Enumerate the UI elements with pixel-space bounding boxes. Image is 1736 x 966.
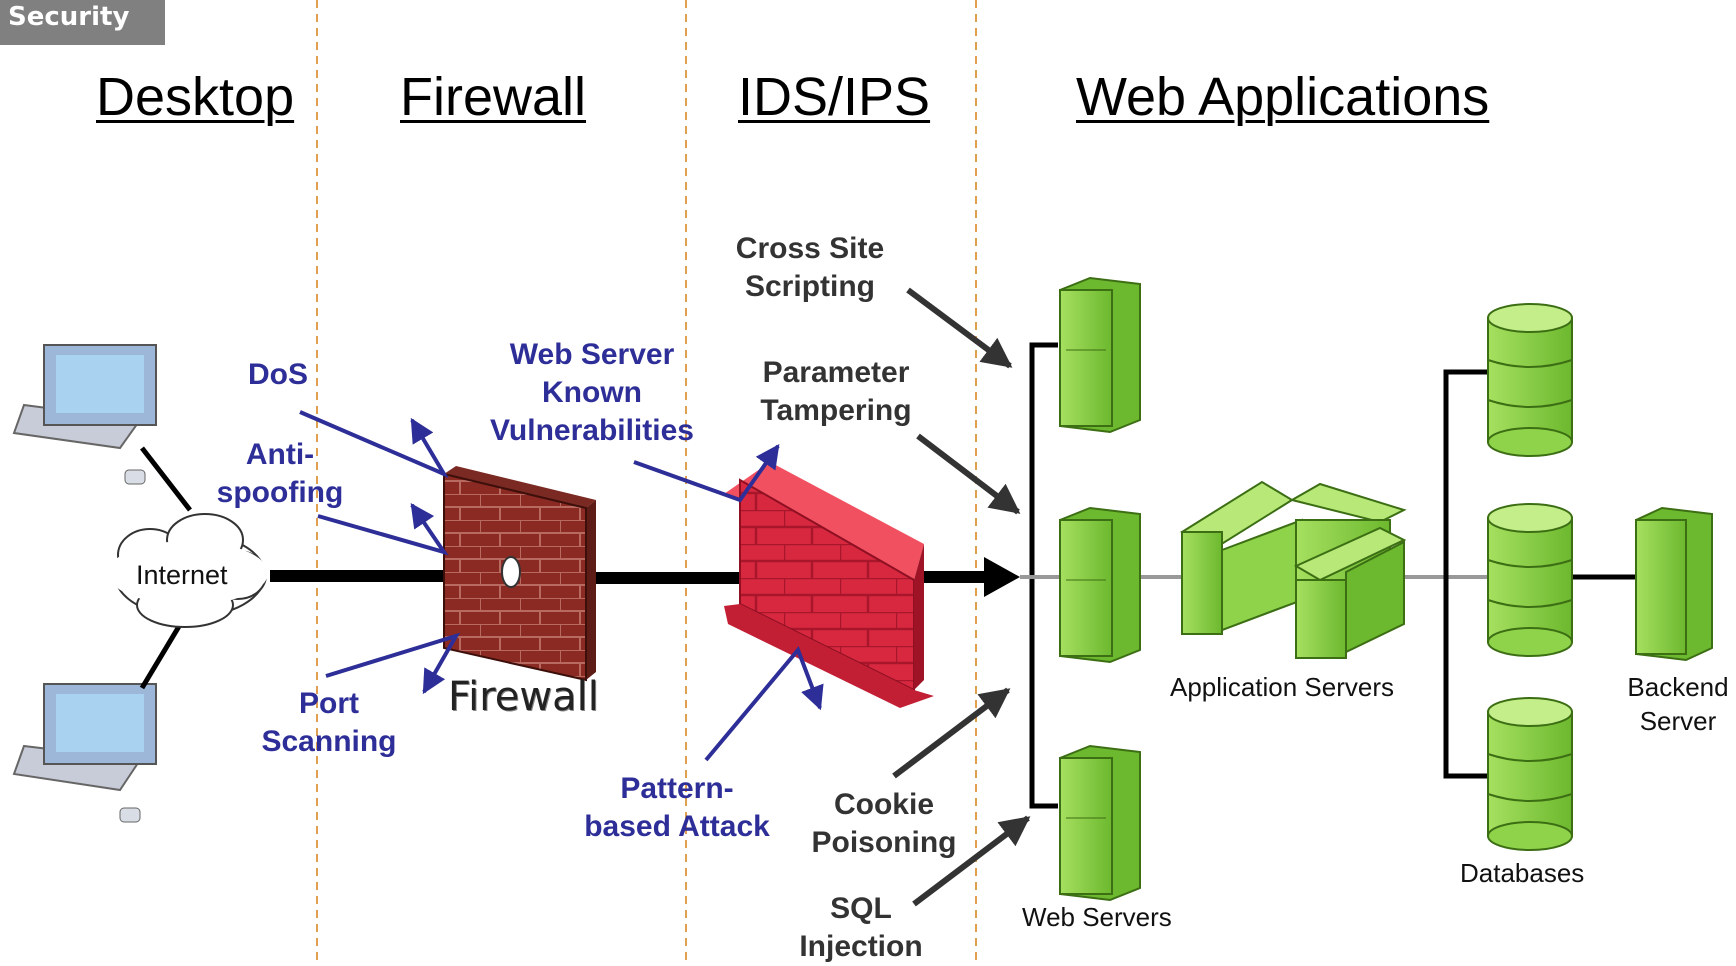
desktop-computer-top [12, 344, 157, 485]
internet-cloud [108, 513, 268, 628]
pattern-line-2: based Attack [584, 810, 770, 843]
attack-cross-site-scripting: Cross Site Scripting [720, 230, 900, 306]
dos-arrow [299, 410, 449, 479]
databases-label: Databases [1460, 858, 1585, 888]
internet-label: Internet [136, 560, 228, 590]
database-1 [1487, 303, 1573, 457]
heading-ids-ips: IDS/IPS [738, 67, 931, 127]
backend-server-label: Backend Server [1620, 670, 1736, 738]
anti-line-1: Anti- [245, 438, 315, 471]
anti-line-2: spoofing [216, 476, 344, 509]
web-server-2 [1059, 506, 1141, 664]
pattern-attack-arrow [704, 646, 824, 762]
wsv-line-2: Known [542, 376, 642, 409]
cookie-line-2: Poisoning [811, 826, 957, 859]
heading-desktop: Desktop [96, 67, 295, 127]
sql-injection-arrow [912, 815, 1031, 907]
port-scanning-arrow [325, 632, 461, 695]
parameter-tampering-arrow [916, 433, 1021, 515]
cookie-poisoning-arrow [892, 687, 1011, 779]
port-line-1: Port [299, 687, 359, 720]
port-line-2: Scanning [261, 725, 397, 758]
firewall-wall [443, 466, 596, 682]
attack-anti-spoofing: Anti- spoofing [206, 436, 354, 512]
sql-line-1: SQL [830, 892, 892, 925]
backend-server [1635, 506, 1713, 662]
firewall-label: Firewall [448, 674, 599, 720]
xss-line-1: Cross Site [735, 232, 885, 265]
pattern-line-1: Pattern- [620, 772, 734, 805]
backend-line-2: Server [1639, 706, 1717, 736]
heading-firewall: Firewall [400, 67, 587, 127]
web-server-3 [1059, 744, 1141, 902]
link-desktop-top [140, 446, 192, 512]
traffic-arrowhead-2 [984, 557, 1020, 597]
backend-line-1: Backend [1627, 672, 1729, 702]
heading-web-applications: Web Applications [1076, 67, 1490, 127]
attack-sql-injection: SQL Injection [786, 890, 936, 966]
web-server-1 [1059, 276, 1141, 434]
ids-ips-wall [724, 462, 934, 708]
anti-spoofing-arrow [317, 503, 449, 556]
database-3 [1487, 697, 1573, 851]
web-servers-label: Web Servers [1022, 902, 1172, 932]
security-tag: Security [0, 0, 165, 45]
cookie-line-1: Cookie [833, 788, 935, 821]
sql-line-2: Injection [799, 930, 923, 963]
app-servers-label: Application Servers [1170, 672, 1394, 702]
attack-cookie-poisoning: Cookie Poisoning [796, 786, 972, 862]
db-bus [1443, 369, 1636, 779]
application-servers [1180, 480, 1407, 659]
blue-attack-arrows [299, 410, 824, 762]
wsv-line-1: Web Server [509, 338, 675, 371]
attack-pattern-based: Pattern- based Attack [574, 770, 780, 846]
xss-line-2: Scripting [744, 270, 875, 303]
dark-attack-arrows [892, 287, 1031, 907]
param-line-2: Tampering [760, 394, 912, 427]
xss-arrow [906, 287, 1013, 369]
param-line-1: Parameter [762, 356, 910, 389]
attack-parameter-tampering: Parameter Tampering [744, 354, 928, 430]
web-server-vuln-arrow [633, 444, 780, 503]
attack-web-server-vulnerabilities: Web Server Known Vulnerabilities [480, 336, 704, 450]
attack-dos: DoS [248, 358, 308, 391]
attack-port-scanning: Port Scanning [254, 685, 404, 761]
database-2 [1487, 503, 1573, 657]
desktop-computer-bottom [12, 683, 157, 823]
wsv-line-3: Vulnerabilities [490, 414, 694, 447]
